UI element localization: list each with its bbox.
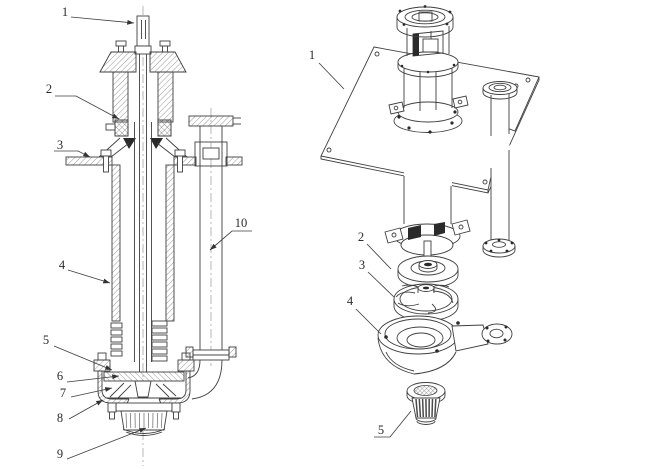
callout-label-4: 4 <box>59 258 66 272</box>
impeller-section <box>106 380 182 399</box>
back-liner-exploded <box>397 255 459 289</box>
callout-label-8: 8 <box>57 411 63 425</box>
callout-label-6: 6 <box>57 369 63 383</box>
sectional-view <box>65 6 243 466</box>
callout-label-2: 2 <box>358 230 364 244</box>
exploded-view-callouts: 1 2 3 4 5 <box>309 48 412 438</box>
callout-label-4: 4 <box>347 294 354 308</box>
callout-label-9: 9 <box>57 447 63 461</box>
exploded-view <box>320 5 540 425</box>
discharge-pipe-exploded <box>482 81 518 258</box>
shaft-sleeve <box>134 54 152 372</box>
callout-leader-8 <box>68 399 104 420</box>
column-pipe <box>111 164 175 322</box>
discharge-pipe <box>185 115 241 400</box>
callout-label-7: 7 <box>60 386 66 400</box>
motor-support <box>388 5 469 134</box>
callout-leader-7 <box>70 387 113 398</box>
bearing-housing <box>99 51 187 149</box>
mounting-plate <box>65 149 243 173</box>
pump-shaft <box>134 15 152 55</box>
support-column <box>403 170 452 224</box>
callout-leader-3 <box>367 271 395 298</box>
callout-leader-1 <box>318 62 345 90</box>
callout-label-3: 3 <box>57 138 63 152</box>
strainer-section <box>107 402 181 436</box>
impeller-exploded <box>393 283 459 322</box>
callout-label-5: 5 <box>378 423 384 437</box>
callout-leader-5 <box>53 345 113 371</box>
strainer-exploded <box>406 382 446 425</box>
callout-leader-4 <box>355 308 382 335</box>
callout-label-5: 5 <box>43 333 49 347</box>
callout-leader-2 <box>366 243 392 270</box>
callout-leader-9 <box>66 427 147 460</box>
callout-label-2: 2 <box>46 82 52 96</box>
callout-leader-5 <box>374 410 412 438</box>
callout-leader-1 <box>70 16 135 25</box>
volute-casing-exploded <box>377 315 513 375</box>
housing-studs <box>115 40 171 53</box>
sectional-view-callouts: 1 2 3 4 5 6 7 8 9 10 <box>43 5 252 461</box>
callout-leader-4 <box>67 269 111 284</box>
callout-label-10: 10 <box>235 216 248 230</box>
callout-leader-10 <box>209 230 252 251</box>
callout-leader-3 <box>54 150 91 158</box>
lower-bearing <box>110 320 168 362</box>
support-bracket <box>384 219 471 267</box>
callout-leader-6 <box>66 374 120 383</box>
callout-label-1: 1 <box>309 48 315 62</box>
callout-leader-2 <box>55 95 120 120</box>
callout-label-3: 3 <box>359 258 365 272</box>
callout-label-1: 1 <box>62 5 68 19</box>
